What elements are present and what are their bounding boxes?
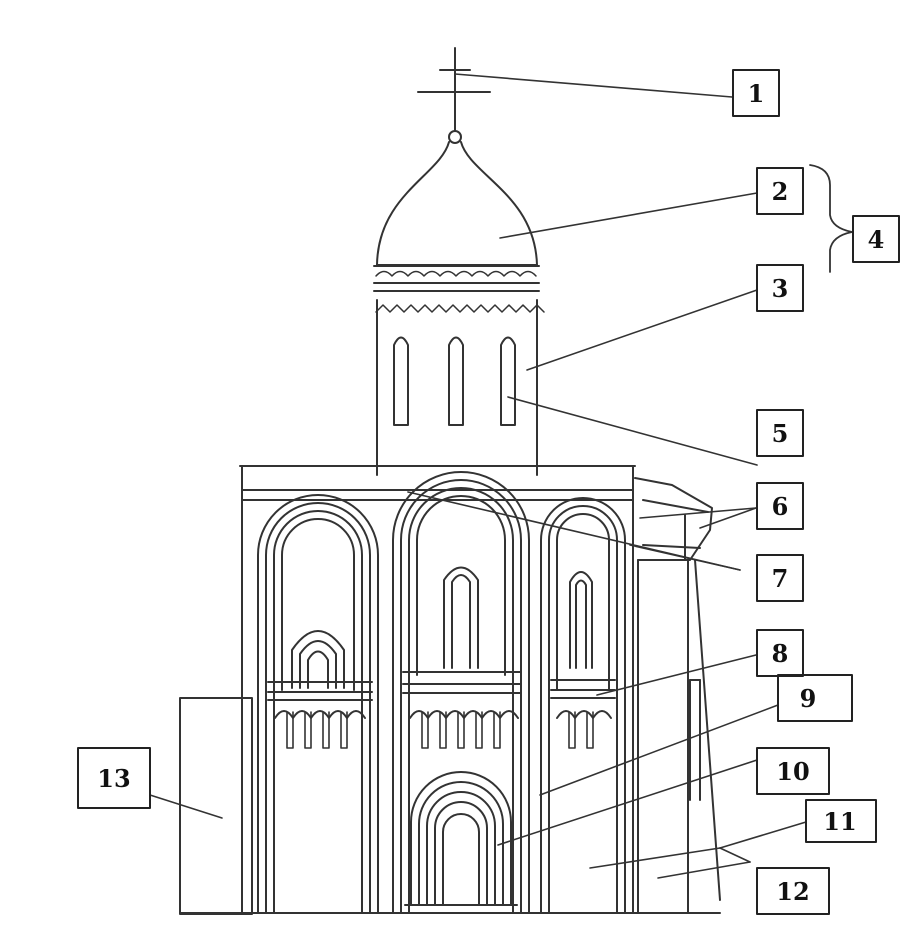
label-box-3: [756, 264, 804, 312]
zakomaras: [257, 471, 626, 913]
side-annex-rect: [179, 697, 253, 915]
label-box-13: [77, 747, 151, 809]
label-1: 1: [748, 79, 765, 108]
label-2: 2: [772, 177, 789, 206]
arcature-belt: [267, 671, 616, 749]
label-box-11: [805, 799, 877, 843]
label-boxes: [77, 69, 900, 915]
label-box-6: [756, 482, 804, 530]
label-box-1: [732, 69, 780, 117]
drum: [376, 299, 538, 476]
label-box-10: [756, 747, 830, 795]
main-facade: [179, 465, 721, 914]
windows: [291, 566, 593, 689]
label-box-12: [756, 867, 830, 915]
label-11: 11: [823, 807, 856, 836]
perspective-portal: [404, 771, 518, 906]
label-12: 12: [776, 877, 809, 906]
brace-4: [809, 164, 853, 273]
label-9: 9: [800, 684, 817, 713]
label-8: 8: [772, 639, 789, 668]
label-13: 13: [97, 764, 130, 793]
leader-lines: [149, 73, 807, 879]
label-box-7: [756, 554, 804, 602]
cross: [417, 47, 491, 144]
label-box-2: [756, 167, 804, 215]
label-box-5: [756, 409, 804, 457]
label-6: 6: [772, 492, 789, 521]
label-4: 4: [868, 225, 885, 254]
label-texts: 1 2 3 4 5 6 7 8 9 10 11 12 13: [97, 79, 884, 906]
dome: [376, 141, 538, 266]
label-7: 7: [772, 564, 789, 593]
label-10: 10: [776, 757, 809, 786]
label-box-9: [777, 674, 853, 722]
drum-ornament-band: [373, 265, 545, 313]
label-5: 5: [772, 419, 789, 448]
label-box-4: [852, 215, 900, 263]
side-wall: [634, 477, 721, 913]
label-3: 3: [772, 274, 789, 303]
